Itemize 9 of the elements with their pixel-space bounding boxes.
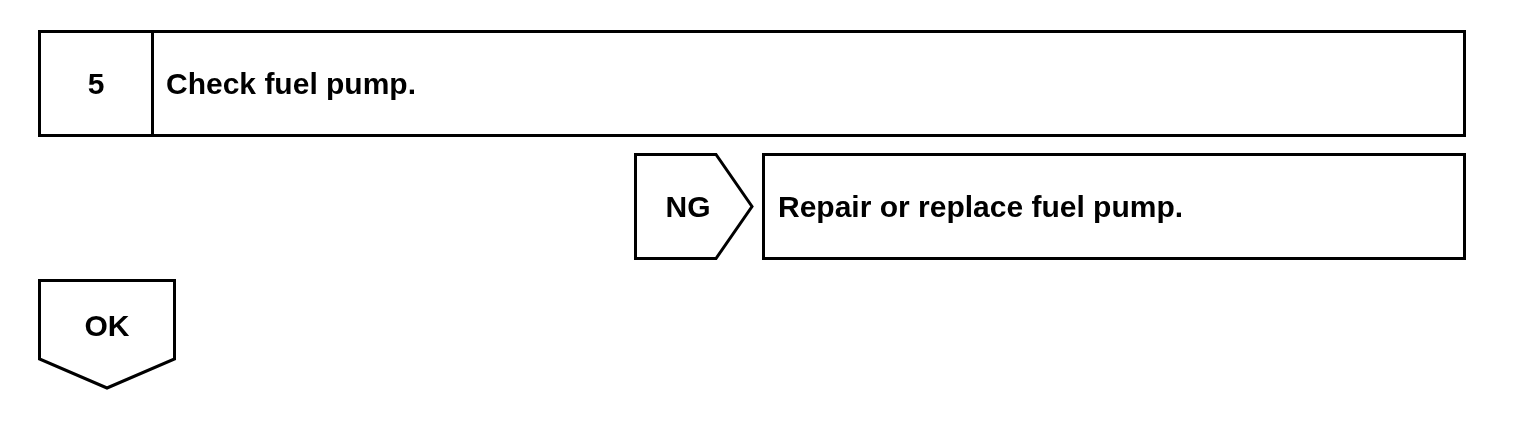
right-pointing-tag [634,153,754,260]
tag-label: NG [665,192,711,222]
down-pointing-tag [38,279,176,390]
step-box [38,30,1466,137]
step-number: 5 [41,33,154,134]
step-text: Check fuel pump. [166,68,417,99]
tag-label: OK [84,311,130,341]
action-text: Repair or replace fuel pump. [778,191,1184,222]
action-box [762,153,1466,260]
